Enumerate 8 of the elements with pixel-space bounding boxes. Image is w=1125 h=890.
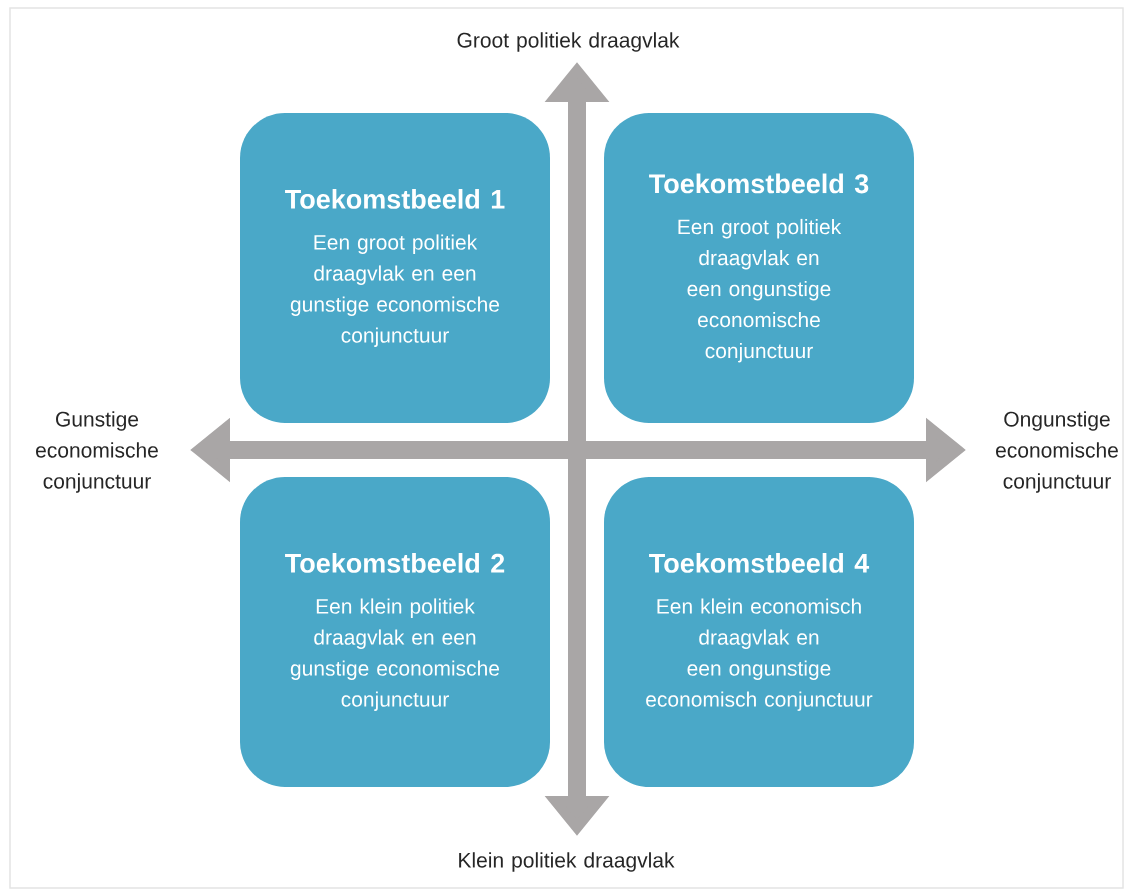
axis-label: Ongunstige economische conjunctuur [996, 411, 1118, 493]
axis-label: Groot politiek draagvlak [457, 32, 680, 52]
scenario-box: Toekomstbeeld 3 Een groot politiek draagvlak en een ongunstige economische conjunctuur [604, 113, 914, 423]
axis-label: Gunstige economische conjunctuur [36, 411, 158, 493]
scenario-box: Toekomstbeeld 1 Een groot politiek draagvlak en een gunstige economische conjunctuur [240, 113, 550, 423]
scenario-box: Toekomstbeeld 4 Een klein economisch draagvlak en een ongunstige economisch conjunctuur [604, 477, 914, 787]
scenario-box: Toekomstbeeld 2 Een klein politiek draagvlak en een gunstige economische conjunctuur [240, 477, 550, 787]
axis-label: Klein politiek draagvlak [459, 852, 675, 872]
